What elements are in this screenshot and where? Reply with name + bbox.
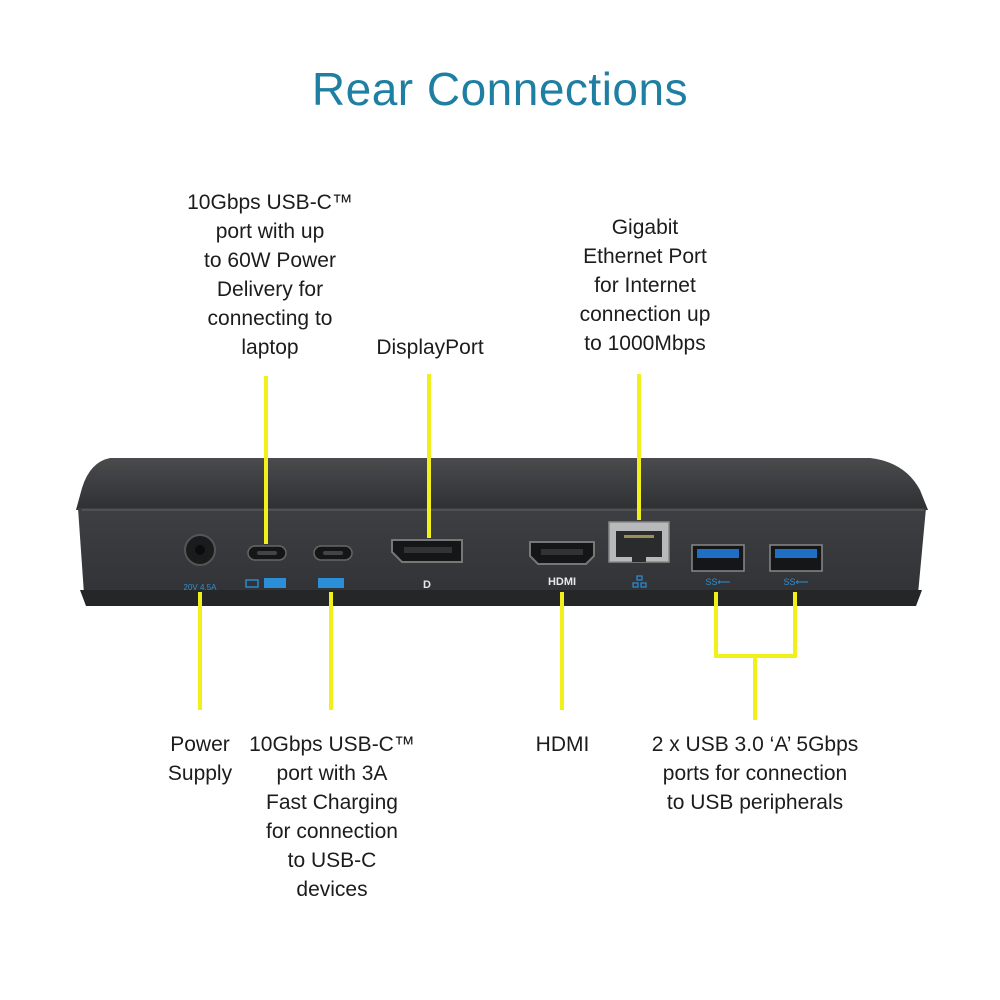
hdmi-port: HDMI [529, 541, 595, 588]
displayport-icon: D [423, 579, 431, 591]
device-body [76, 458, 928, 606]
power-port: 20V 4.5A [184, 534, 218, 592]
usbc-pd-port [245, 545, 287, 588]
label-usbc-fast-charging: 10Gbps USB-C™ port with 3A Fast Charging… [249, 733, 415, 901]
ss-usb-icon: SS⟵ [706, 577, 731, 587]
hdmi-mark: HDMI [548, 576, 576, 588]
label-usbc-power-delivery: 10Gbps USB-C™ port with up to 60W Power … [187, 191, 353, 359]
displayport-port: D [391, 539, 463, 591]
network-icon [632, 575, 647, 588]
ethernet-port [608, 521, 670, 588]
page-title: Rear Connections [311, 63, 689, 115]
usb-a-port-1: SS⟵ [691, 544, 745, 587]
label-ethernet: Gigabit Ethernet Port for Internet conne… [579, 216, 711, 355]
label-usb-a: 2 x USB 3.0 ‘A’ 5Gbps ports for connecti… [651, 733, 859, 814]
leader-lines [198, 374, 797, 720]
usbc-charging-port [313, 545, 353, 588]
ss-usb-icon: SS⟵ [784, 577, 809, 587]
power-rating-text: 20V 4.5A [184, 583, 218, 592]
label-hdmi: HDMI [535, 733, 590, 756]
label-displayport: DisplayPort [376, 336, 484, 359]
label-power-supply: Power Supply [167, 733, 233, 785]
usb-a-port-2: SS⟵ [769, 544, 823, 587]
